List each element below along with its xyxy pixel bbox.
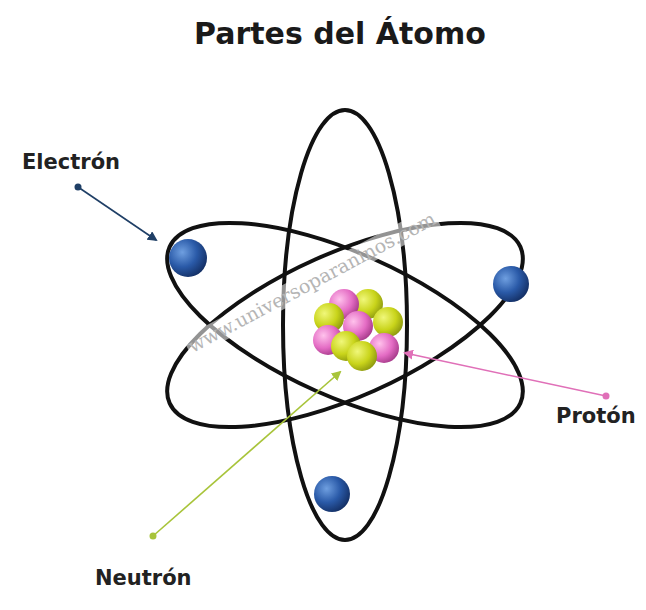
part-label: Neutrón bbox=[95, 566, 192, 590]
orbit bbox=[283, 110, 407, 540]
electron-sphere bbox=[169, 239, 207, 277]
nucleus bbox=[313, 289, 403, 371]
orbits bbox=[140, 110, 549, 540]
leader-line bbox=[153, 372, 340, 536]
part-label: Electrón bbox=[22, 150, 120, 174]
neutron-sphere bbox=[373, 307, 403, 337]
electrons bbox=[169, 239, 529, 512]
leader-lines bbox=[75, 184, 610, 540]
watermark: www.universoparaninos.com bbox=[182, 206, 441, 357]
orbit bbox=[140, 181, 549, 469]
electron-sphere bbox=[493, 266, 529, 302]
diagram-title: Partes del Átomo bbox=[194, 16, 486, 51]
neutron-sphere bbox=[347, 341, 377, 371]
leader-line bbox=[78, 187, 156, 240]
electron-sphere bbox=[314, 476, 350, 512]
leader-line bbox=[405, 353, 606, 396]
part-label: Protón bbox=[556, 404, 636, 428]
orbit bbox=[140, 181, 549, 469]
